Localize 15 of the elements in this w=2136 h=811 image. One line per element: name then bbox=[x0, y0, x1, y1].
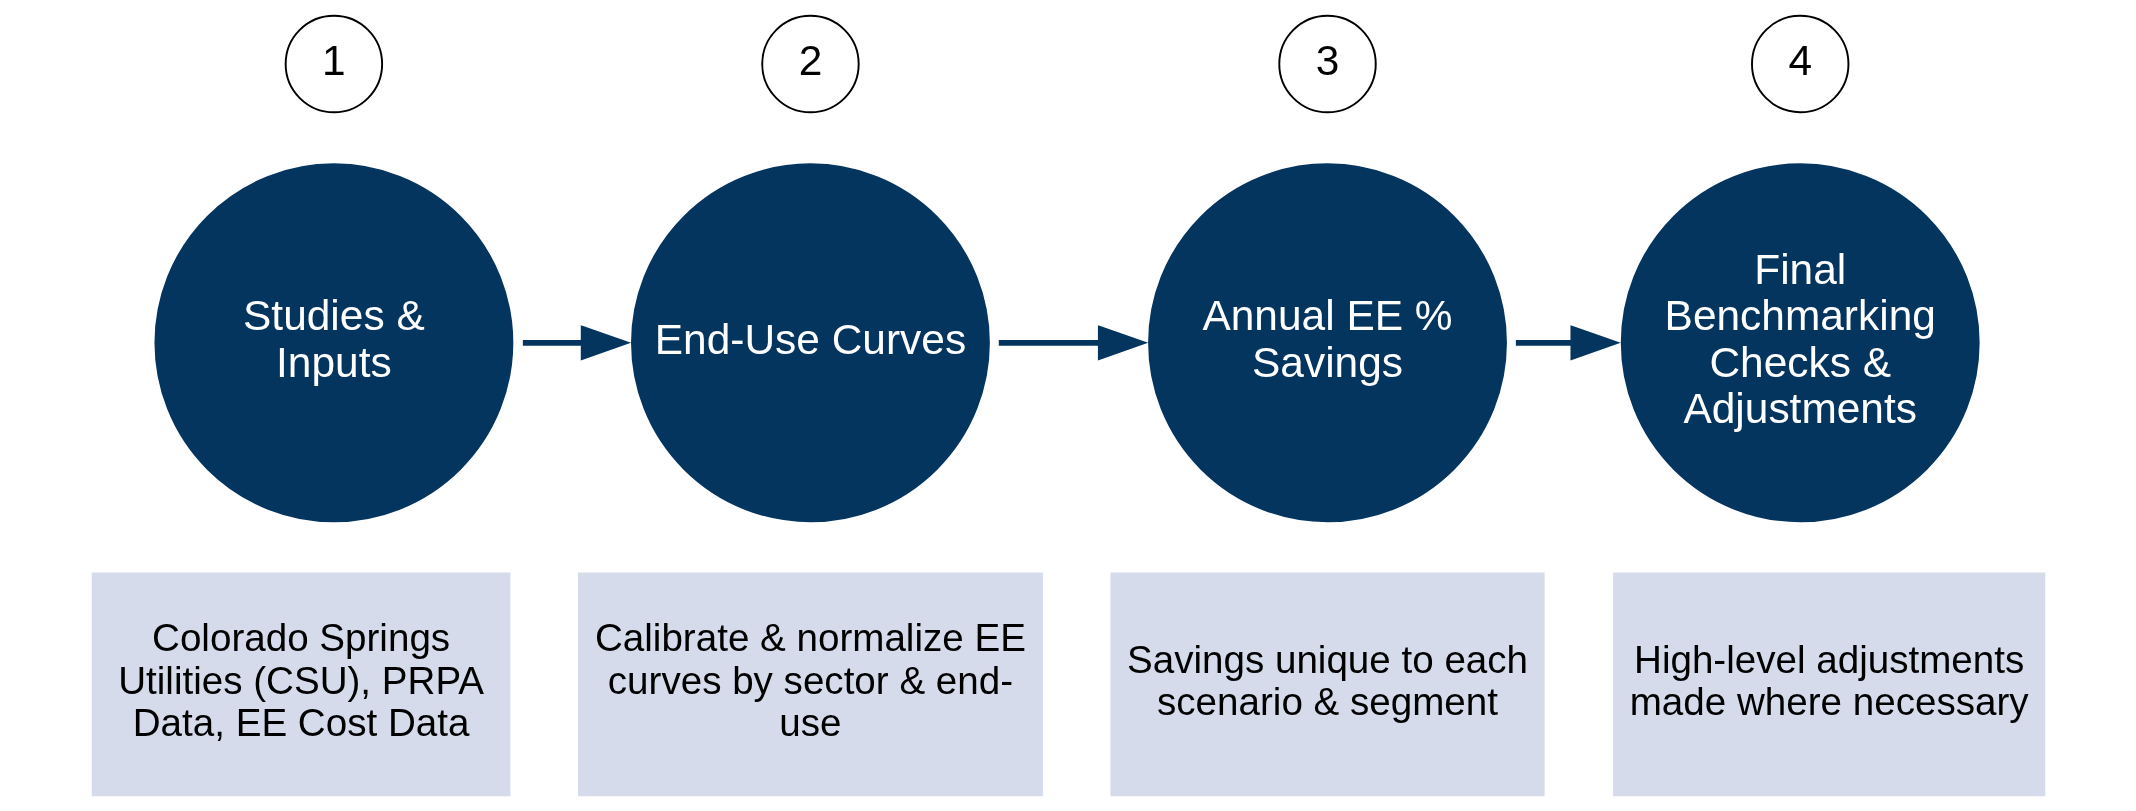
node-circle: 4 bbox=[1750, 14, 1849, 114]
node-circle: Studies & Inputs bbox=[152, 161, 515, 525]
node-box: Calibrate & normalize EE curves by sector & end-use bbox=[577, 572, 1043, 797]
arrow bbox=[522, 325, 631, 361]
node-circle: 2 bbox=[760, 14, 860, 114]
node-box: Savings unique to each scenario & segment bbox=[1109, 572, 1545, 797]
node-circle: Final Benchmarking Checks & Adjustments bbox=[1618, 161, 1982, 525]
arrow bbox=[1515, 325, 1621, 361]
node-box: High-level adjustments made where necessary bbox=[1612, 572, 2045, 797]
node-circle: 1 bbox=[284, 14, 383, 114]
arrow bbox=[998, 325, 1148, 361]
node-circle: Annual EE % Savings bbox=[1145, 161, 1509, 525]
node-box: Colorado Springs Utilities (CSU), PRPA Data, EE Cost Data bbox=[91, 572, 510, 797]
node-circle: End-Use Curves bbox=[628, 161, 992, 525]
node-circle: 3 bbox=[1277, 14, 1377, 114]
